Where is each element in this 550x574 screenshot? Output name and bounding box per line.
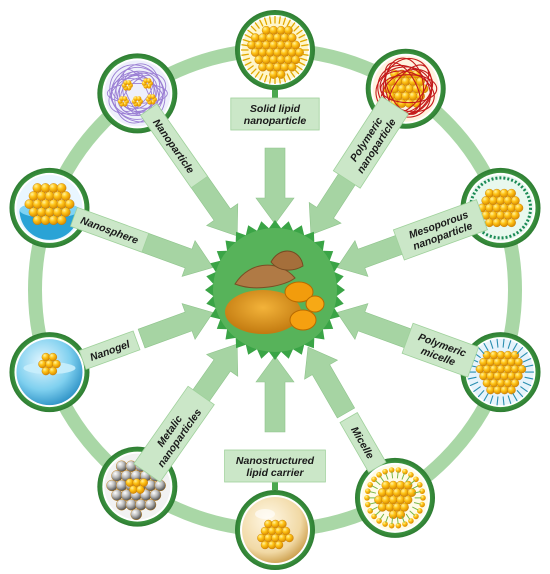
- node-nanostructured-lipid-carrier: [235, 490, 315, 570]
- label-text: nanoparticle: [244, 115, 307, 127]
- label-box: [392, 199, 488, 261]
- nanosphere-icon: [16, 174, 83, 241]
- label-box: [69, 206, 150, 253]
- polymeric-micelle-icon: [466, 338, 535, 406]
- node-polymeric-micelle: [460, 332, 541, 413]
- nanostructured-lipid-carrier-icon: [242, 497, 308, 563]
- node-micelle: [355, 457, 435, 538]
- label-nanogel: Nanogel: [78, 330, 141, 370]
- node-solid-lipid-nanoparticle: [235, 10, 315, 90]
- label-box: [332, 96, 409, 189]
- label-text: Nanoparticle: [150, 117, 196, 176]
- label-box: [230, 97, 320, 131]
- label-nanoparticle: Nanoparticle: [139, 103, 209, 189]
- arrow-polymeric-micelle: [336, 303, 413, 349]
- label-text: Solid lipid: [250, 103, 301, 115]
- label-nanosphere: Nanosphere: [69, 206, 150, 253]
- node-nanogel: [9, 332, 90, 413]
- solid-lipid-nanoparticle-icon: [241, 16, 309, 84]
- turmeric-icon: [205, 220, 345, 360]
- arrow-solid-lipid-nanoparticle: [255, 147, 295, 225]
- label-box: [133, 385, 215, 483]
- label-box: [78, 330, 141, 370]
- label-text: Nanostructured: [236, 455, 315, 467]
- micelle-icon: [362, 464, 428, 531]
- label-box: [339, 412, 387, 473]
- arrow-nanogel: [137, 303, 214, 349]
- label-box: [139, 103, 209, 189]
- label-text: lipid carrier: [246, 467, 304, 479]
- nanogel-icon: [16, 339, 83, 406]
- node-nanoparticle: [97, 53, 178, 134]
- label-box: [224, 449, 326, 483]
- polymeric-nanoparticle-icon: [372, 55, 439, 122]
- arrow-micelle: [304, 346, 356, 419]
- node-nanosphere: [9, 167, 90, 248]
- arrow-nanostructured-lipid-carrier: [255, 355, 295, 433]
- label-box: [401, 322, 480, 378]
- label-micelle: Micelle: [339, 412, 387, 473]
